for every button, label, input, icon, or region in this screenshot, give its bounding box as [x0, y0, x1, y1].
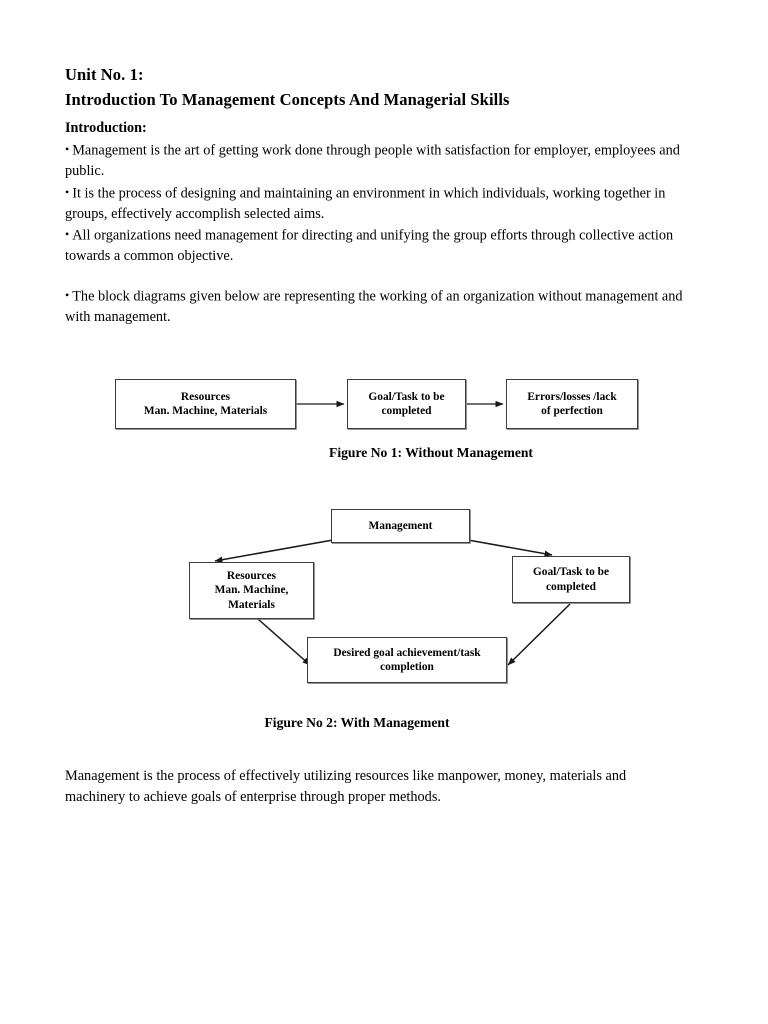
figure2-box-goal-task: Goal/Task to be completed [512, 556, 630, 603]
bullet-item: •Management is the art of getting work d… [65, 139, 685, 182]
figure1-box-goal-task: Goal/Task to be completed [347, 379, 466, 429]
document-body: Unit No. 1: Introduction To Management C… [65, 62, 685, 327]
bullet-text: All organizations need management for di… [65, 227, 674, 265]
figure2-box-resources-line1: Resources [226, 569, 277, 582]
bullet-icon: • [65, 227, 70, 241]
figure2-box-management-line1: Management [368, 519, 433, 532]
bullet-text: The block diagrams given below are repre… [65, 288, 683, 325]
figure1-box-errors-losses-line1: Errors/losses /lack [527, 390, 617, 403]
figure2-caption: Figure No 2: With Management [264, 715, 450, 730]
bullet-item: •The block diagrams given below are repr… [65, 285, 685, 328]
figure2-box-desired-goal-line2: completion [380, 661, 434, 673]
figure2-box-management: Management [331, 509, 470, 543]
bullet-text: Management is the art of getting work do… [65, 142, 680, 180]
figure1-box-goal-task-line1: Goal/Task to be [368, 390, 445, 403]
page-title: Introduction To Management Concepts And … [65, 90, 510, 109]
bullet-item: •All organizations need management for d… [65, 224, 685, 267]
figure1-box-resources-line1: Resources [180, 390, 231, 403]
figure2-box-resources-line3: Materials [228, 598, 275, 611]
section-heading-introduction: Introduction: [65, 120, 147, 136]
figure1-caption: Figure No 1: Without Management [329, 445, 533, 460]
bullet-item: •It is the process of designing and main… [65, 182, 685, 225]
figure2-box-resources: Resources Man. Machine, Materials [189, 562, 314, 619]
figure2-box-resources-line2: Man. Machine, [214, 584, 289, 597]
figure1-box-errors-losses-line2: of perfection [541, 405, 603, 417]
bullet-icon: • [65, 142, 70, 156]
unit-label: Unit No. 1: [65, 65, 144, 84]
figure1-box-resources: Resources Man. Machine, Materials [115, 379, 296, 429]
document-heading: Unit No. 1: Introduction To Management C… [65, 62, 685, 112]
figure2-box-desired-goal-line1: Desired goal achievement/task [333, 646, 481, 659]
figure2-box-goal-task-line2: completed [546, 580, 596, 593]
figure1-box-goal-task-line2: completed [381, 405, 432, 417]
bullet-text: It is the process of designing and maint… [65, 185, 666, 222]
bullet-icon: • [65, 287, 70, 302]
figure1-box-errors-losses: Errors/losses /lack of perfection [506, 379, 638, 429]
figure2-box-goal-task-line1: Goal/Task to be [532, 566, 610, 578]
bullet-icon: • [65, 184, 70, 199]
figure2-box-desired-goal: Desired goal achievement/task completion [307, 637, 507, 683]
closing-paragraph: Management is the process of effectively… [65, 768, 627, 805]
figure1-box-resources-line2: Man. Machine, Materials [143, 405, 268, 417]
